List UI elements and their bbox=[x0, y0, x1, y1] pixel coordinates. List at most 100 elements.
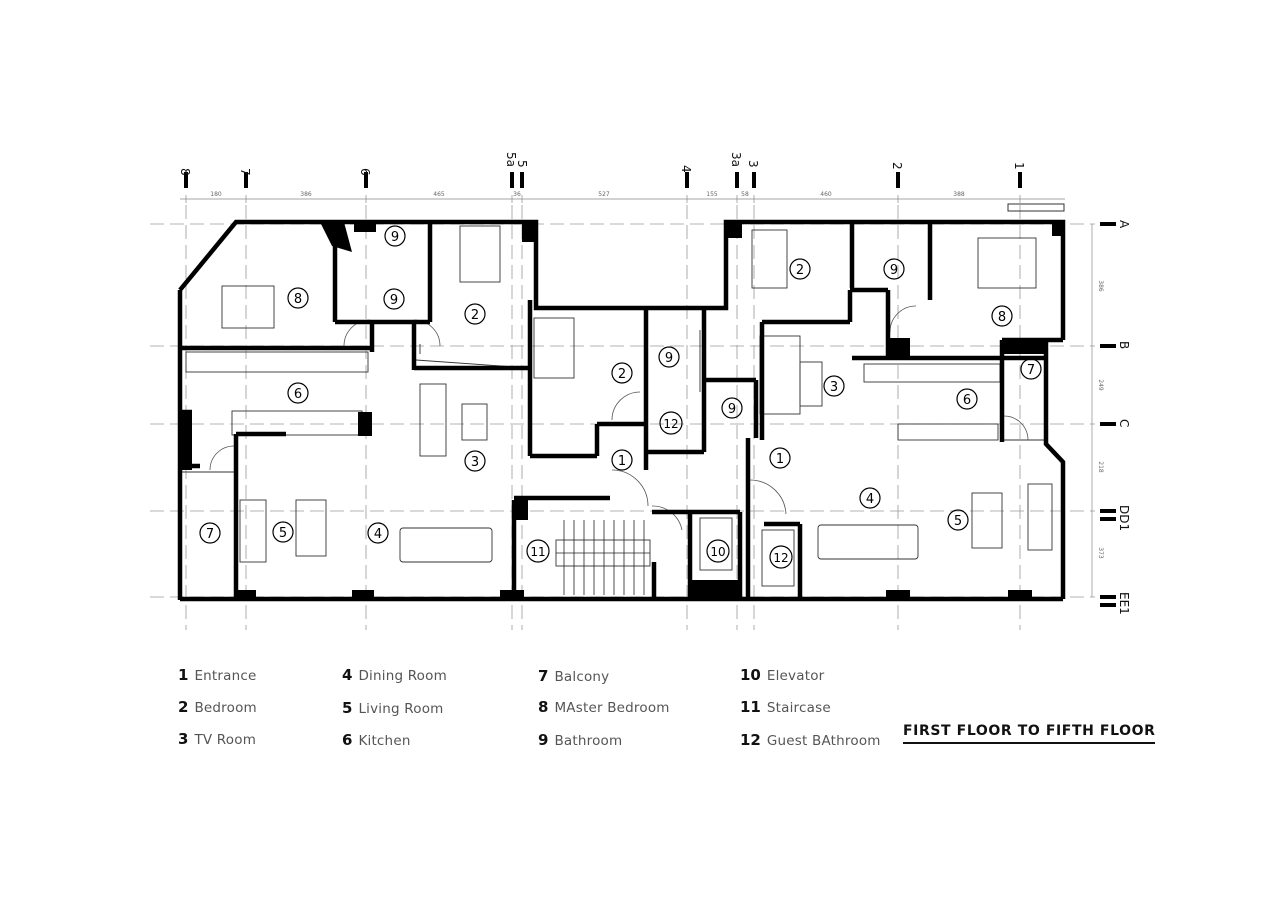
legend-label: Dining Room bbox=[358, 668, 447, 684]
room-label: 9 bbox=[384, 225, 406, 247]
room-label: 9 bbox=[658, 346, 680, 368]
dimension-line bbox=[180, 195, 1093, 597]
column-markers bbox=[184, 172, 1022, 188]
svg-text:9: 9 bbox=[665, 351, 673, 366]
room-label: 6 bbox=[956, 388, 978, 410]
legend-item: 1 Entrance bbox=[178, 666, 257, 684]
room-label: 5 bbox=[272, 521, 294, 543]
svg-text:1: 1 bbox=[776, 452, 784, 467]
floor-title: FIRST FLOOR TO FIFTH FLOOR bbox=[903, 723, 1156, 744]
room-label: 12 bbox=[769, 545, 793, 569]
svg-text:2: 2 bbox=[618, 367, 626, 382]
room-label: 4 bbox=[367, 522, 389, 544]
svg-text:6: 6 bbox=[294, 387, 302, 402]
scale-bar bbox=[1007, 203, 1065, 212]
room-label: 7 bbox=[199, 522, 221, 544]
legend-number: 1 bbox=[178, 666, 189, 684]
svg-text:2: 2 bbox=[796, 263, 804, 278]
room-label: 9 bbox=[883, 258, 905, 280]
grid-col-label: 4 bbox=[679, 165, 693, 173]
svg-text:3: 3 bbox=[471, 455, 479, 470]
room-label: 12 bbox=[659, 411, 683, 435]
svg-text:9: 9 bbox=[391, 230, 399, 245]
svg-text:12: 12 bbox=[663, 417, 678, 431]
dim-label: 388 bbox=[953, 191, 965, 198]
grid-col-label: 5 bbox=[515, 160, 529, 168]
room-label: 9 bbox=[721, 397, 743, 419]
room-label: 3 bbox=[823, 375, 845, 397]
grid-col-label: 7 bbox=[238, 168, 252, 176]
svg-text:10: 10 bbox=[710, 545, 725, 559]
room-label: 4 bbox=[859, 487, 881, 509]
legend-label: TV Room bbox=[194, 732, 257, 748]
svg-text:9: 9 bbox=[390, 293, 398, 308]
legend-number: 3 bbox=[178, 730, 189, 748]
dim-label: 386 bbox=[1097, 280, 1104, 292]
room-label: 10 bbox=[706, 539, 730, 563]
legend-number: 11 bbox=[740, 698, 761, 716]
legend-number: 5 bbox=[342, 699, 353, 717]
room-label: 5 bbox=[947, 509, 969, 531]
svg-text:4: 4 bbox=[374, 527, 382, 542]
legend-label: Bathroom bbox=[554, 733, 623, 749]
grid-row-label: EE1 bbox=[1117, 592, 1131, 615]
svg-text:7: 7 bbox=[1027, 363, 1035, 378]
legend-number: 12 bbox=[740, 731, 761, 749]
room-label: 2 bbox=[611, 362, 633, 384]
dim-label: 249 bbox=[1097, 379, 1104, 391]
room-label: 1 bbox=[769, 447, 791, 469]
room-label: 3 bbox=[464, 450, 486, 472]
svg-text:6: 6 bbox=[963, 393, 971, 408]
legend-item: 2 Bedroom bbox=[178, 698, 257, 716]
grid-col-label: 3 bbox=[746, 160, 760, 168]
room-label: 8 bbox=[287, 287, 309, 309]
legend-label: Elevator bbox=[766, 668, 825, 684]
grid-col-label: 3a bbox=[729, 152, 743, 167]
room-label: 9 bbox=[383, 288, 405, 310]
svg-text:12: 12 bbox=[773, 551, 788, 565]
svg-text:2: 2 bbox=[471, 308, 479, 323]
grid-col-label: 5a bbox=[504, 152, 518, 167]
dim-label: 36 bbox=[513, 191, 521, 198]
dim-label: 155 bbox=[706, 191, 718, 198]
legend-item: 12 Guest BAthroom bbox=[740, 731, 881, 749]
room-label: 6 bbox=[287, 382, 309, 404]
svg-text:11: 11 bbox=[530, 545, 545, 559]
legend-number: 7 bbox=[538, 667, 549, 685]
walls bbox=[177, 219, 1066, 602]
grid-col-label: 2 bbox=[890, 162, 904, 170]
svg-text:9: 9 bbox=[890, 263, 898, 278]
room-label: 8 bbox=[991, 305, 1013, 327]
legend-label: Living Room bbox=[358, 701, 444, 717]
svg-text:5: 5 bbox=[954, 514, 962, 529]
legend-item: 4 Dining Room bbox=[342, 666, 447, 684]
legend-number: 4 bbox=[342, 666, 353, 684]
row-markers bbox=[1100, 222, 1116, 607]
svg-text:1: 1 bbox=[618, 454, 626, 469]
dim-label: 527 bbox=[598, 191, 610, 198]
grid-row-label: DD1 bbox=[1117, 505, 1131, 531]
dim-label: 465 bbox=[433, 191, 445, 198]
grid-row-label: A bbox=[1117, 220, 1131, 229]
legend-number: 10 bbox=[740, 666, 761, 684]
legend-label: Guest BAthroom bbox=[766, 733, 881, 749]
legend-label: Entrance bbox=[194, 668, 257, 684]
svg-text:8: 8 bbox=[294, 292, 302, 307]
legend-label: MAster Bedroom bbox=[554, 700, 670, 716]
staircase bbox=[556, 520, 650, 595]
legend-number: 2 bbox=[178, 698, 189, 716]
grid-col-label: 8 bbox=[178, 168, 192, 176]
column-labels: 8 7 6 5a 5 4 3a 3 2 1 bbox=[178, 152, 1026, 176]
legend-number: 9 bbox=[538, 731, 549, 749]
dim-label: 373 bbox=[1097, 547, 1104, 559]
svg-text:7: 7 bbox=[206, 527, 214, 542]
svg-text:3: 3 bbox=[830, 380, 838, 395]
legend-label: Bedroom bbox=[194, 700, 257, 716]
dim-label: 180 bbox=[210, 191, 222, 198]
room-label: 2 bbox=[464, 303, 486, 325]
svg-text:9: 9 bbox=[728, 402, 736, 417]
dimension-labels: 180 386 465 36 527 155 58 460 388 386 24… bbox=[210, 191, 1104, 559]
dim-label: 386 bbox=[300, 191, 312, 198]
